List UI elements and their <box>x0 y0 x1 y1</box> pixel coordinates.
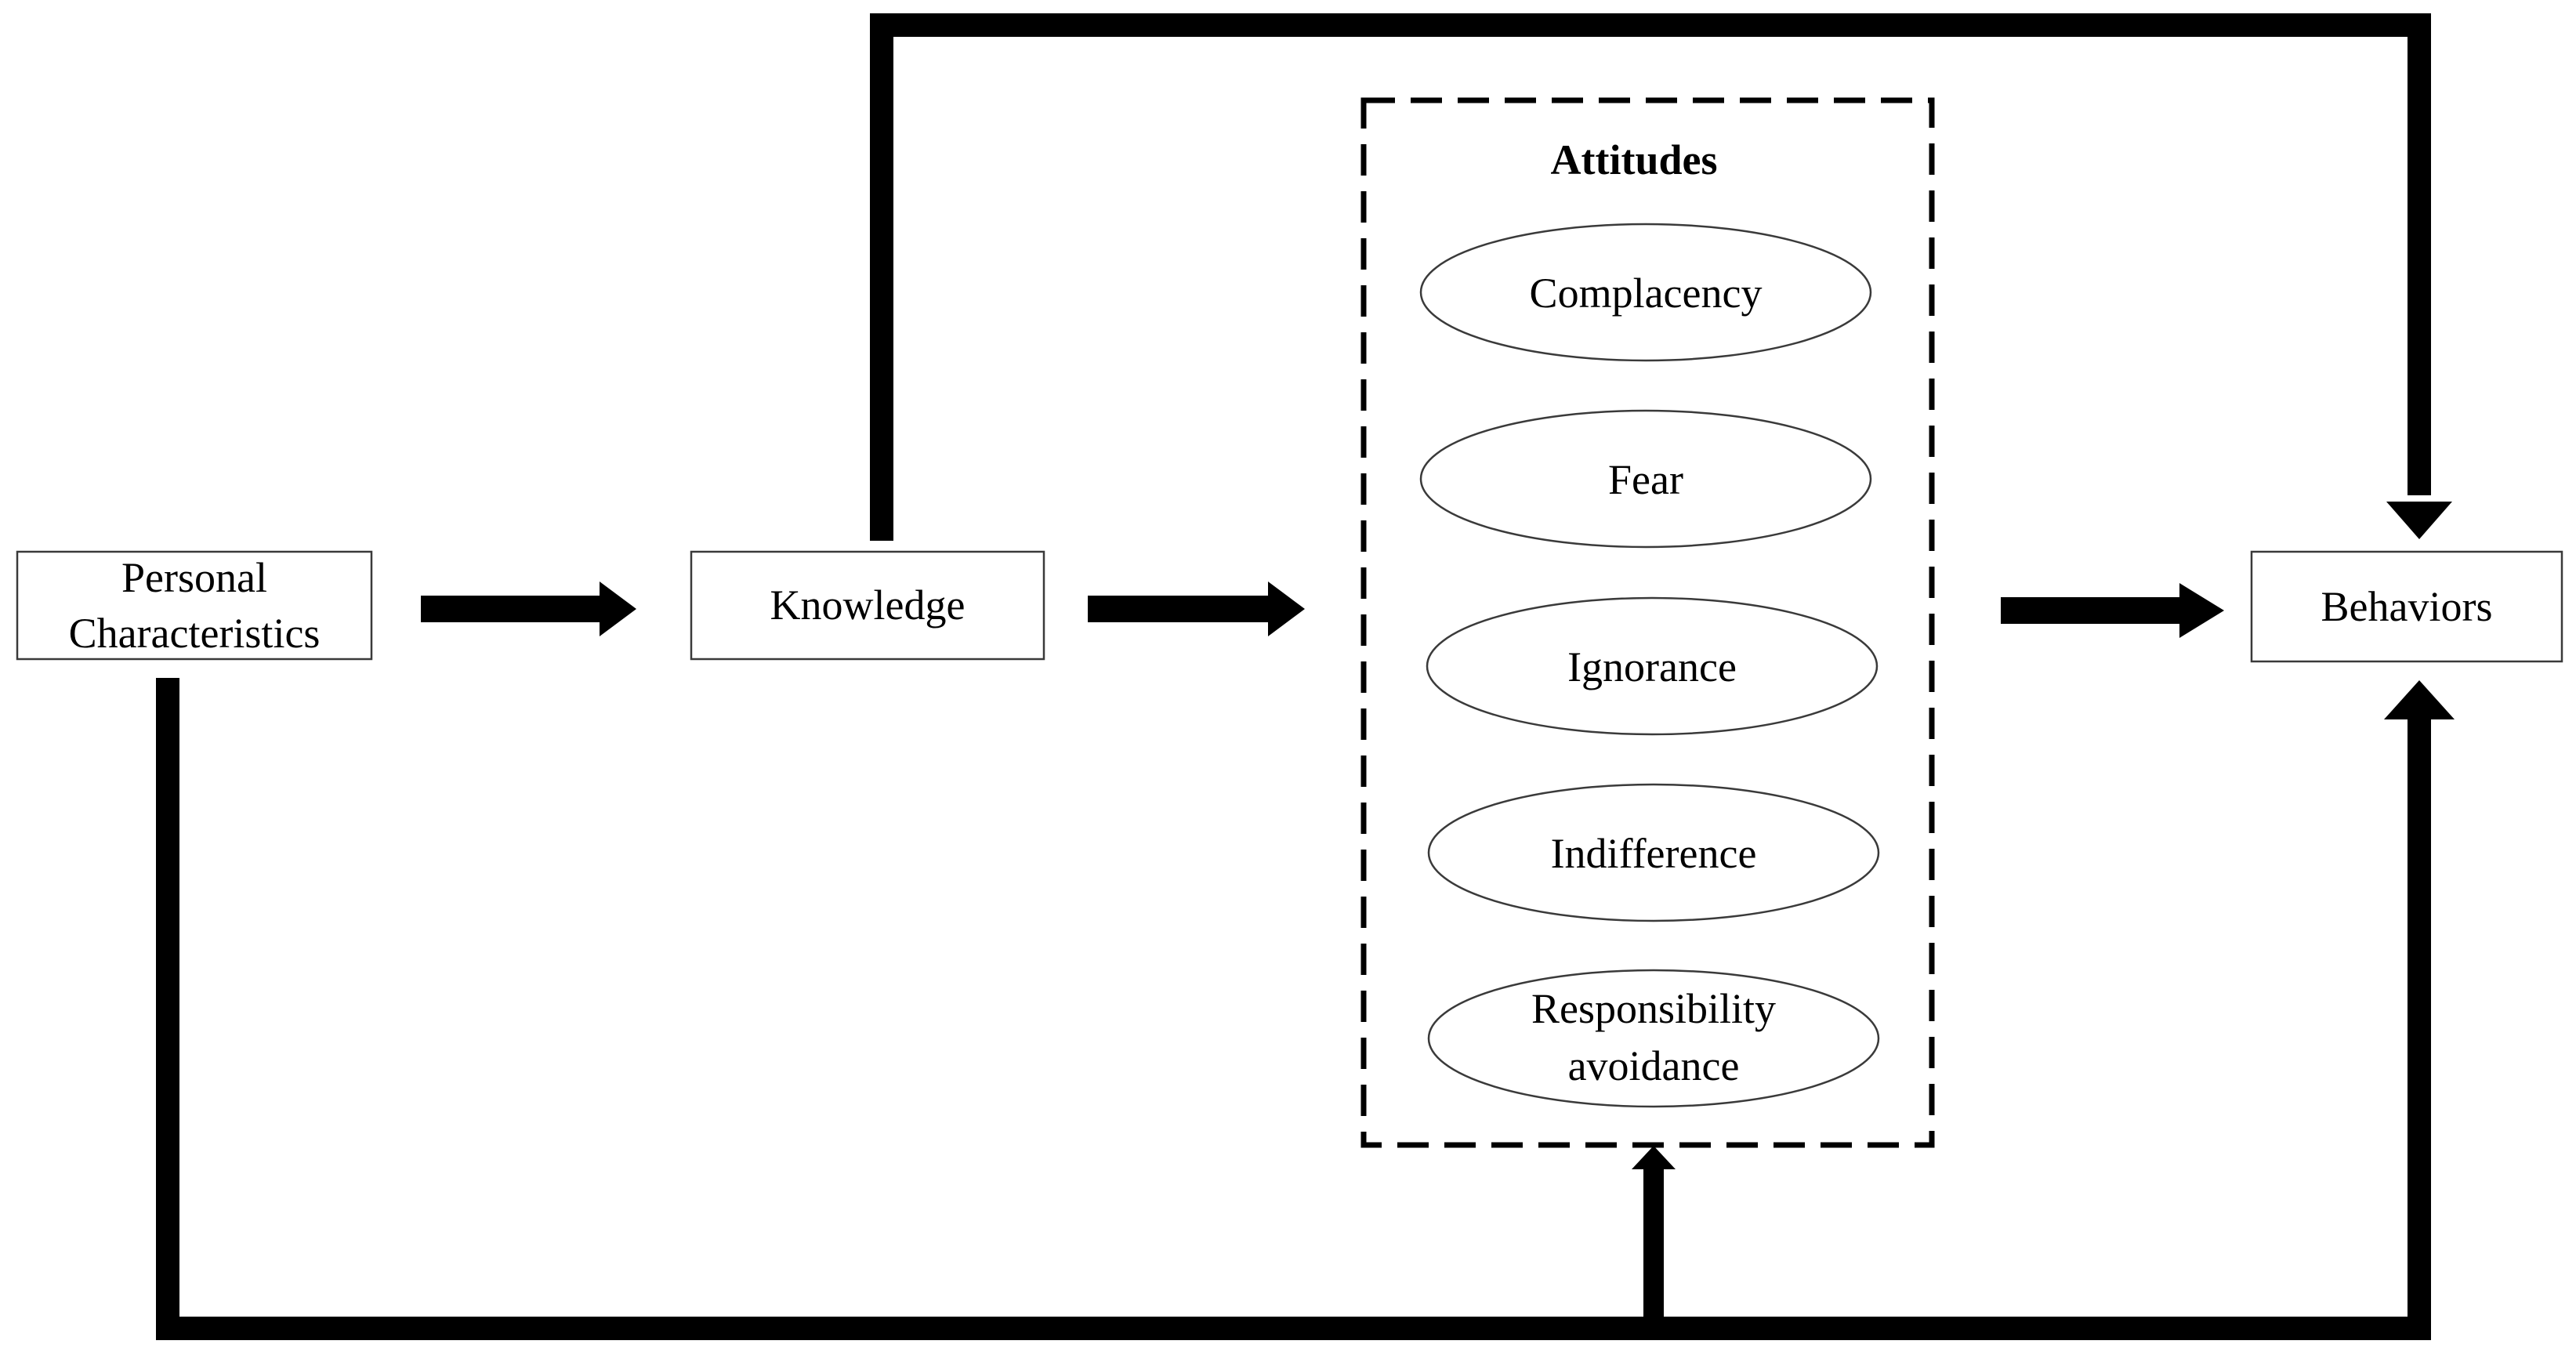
attitude-label-line-2: avoidance <box>1568 1042 1740 1089</box>
arrow-characteristics-to-knowledge <box>421 582 636 636</box>
arrowhead-up-behaviors <box>2384 680 2455 719</box>
personal-characteristics-line-1: Personal <box>121 554 267 601</box>
knowledge-node: Knowledge <box>690 550 1045 661</box>
attitude-ignorance: Ignorance <box>1426 596 1879 736</box>
behaviors-label: Behaviors <box>2321 583 2493 630</box>
knowledge-label: Knowledge <box>770 582 966 629</box>
attitude-label: Complacency <box>1530 270 1763 317</box>
characteristics-to-behaviors-connector <box>156 678 2455 1340</box>
arrow-attitudes-to-behaviors <box>2001 583 2224 638</box>
personal-characteristics-node: Personal Characteristics <box>16 550 373 661</box>
attitude-complacency: Complacency <box>1419 223 1872 362</box>
attitude-fear: Fear <box>1419 409 1872 549</box>
arrowhead-up-attitudes <box>1632 1146 1676 1169</box>
attitude-indifference: Indifference <box>1427 783 1880 922</box>
attitudes-group: Attitudes Complacency Fear Ignorance Ind… <box>1360 97 1935 1148</box>
behaviors-node: Behaviors <box>2250 550 2563 663</box>
attitude-label-line-1: Responsibility <box>1531 985 1776 1032</box>
attitude-label: Indifference <box>1551 830 1757 877</box>
attitude-label: Fear <box>1608 456 1683 503</box>
attitude-responsibility-avoidance: Responsibility avoidance <box>1427 969 1880 1108</box>
attitude-label: Ignorance <box>1567 643 1737 690</box>
arrow-knowledge-to-attitudes <box>1088 582 1305 636</box>
knowledge-to-behaviors-connector <box>870 13 2452 541</box>
attitudes-title: Attitudes <box>1551 136 1718 183</box>
personal-characteristics-line-2: Characteristics <box>69 610 321 657</box>
characteristics-to-attitudes-connector <box>1632 1146 1676 1328</box>
arrowhead-down-behaviors <box>2386 502 2452 539</box>
